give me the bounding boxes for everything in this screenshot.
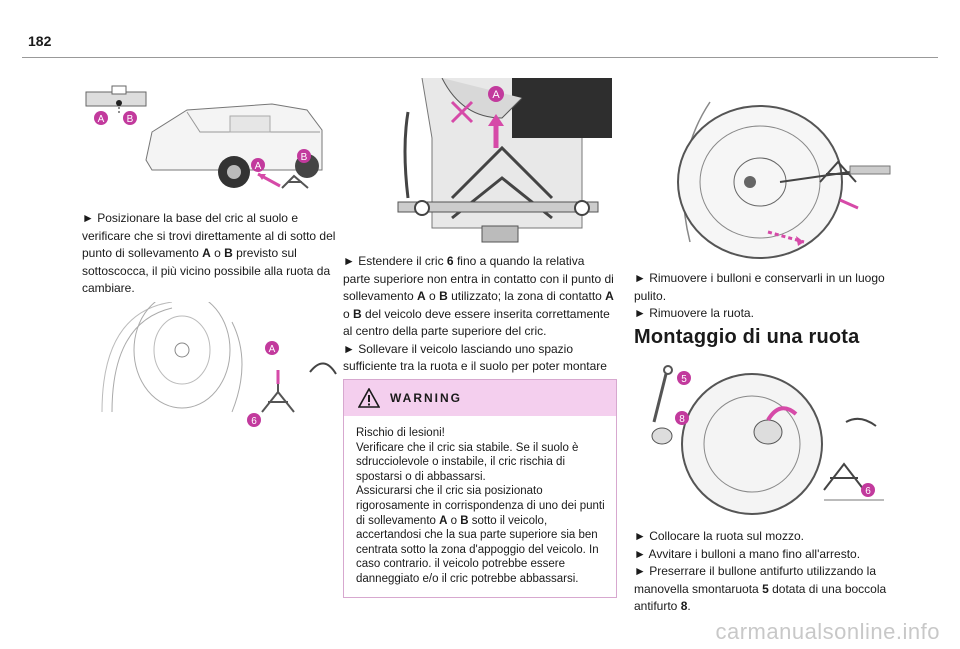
col1-bullet-position-jack: ► Posizionare la base del cric al suolo … [82,211,336,295]
figure-fit-wheel: 5 8 6 [651,365,884,515]
section-title: Montaggio di una ruota [634,326,860,348]
fig4-label-six: 6 [865,486,871,497]
fig2-label-a: A [269,344,276,355]
header-rule [22,57,938,58]
warning-box: WARNING Rischio di lesioni! Verificare c… [343,379,617,598]
figure-jack-extended: A [392,78,614,248]
warning-triangle-icon [358,388,380,408]
fig4-label-eight: 8 [679,414,685,425]
warning-header: WARNING [344,380,616,416]
fig4-label-five: 5 [681,374,687,385]
fig1-label-b-small: B [127,114,134,125]
fig1-label-b: B [301,152,308,163]
fig3-label-a: A [492,89,500,101]
col3-bullet-place-wheel: ► Collocare la ruota sul mozzo. [634,529,804,543]
figure-jack-under-wheel: A 6 [101,302,337,427]
figure-lifting-points: A B A B [85,85,323,189]
figure-remove-bolts [677,101,891,259]
warning-text: Verificare che il cric sia stabile. Se i… [356,441,605,585]
col3-bullet-tighten-antitheft: ► Preserrare il bullone antifurto utiliz… [634,564,887,613]
warning-line1: Rischio di lesioni! [356,427,445,439]
col2-bullet-extend-jack: ► Estendere il cric 6 fino a quando la r… [343,254,614,338]
warning-body: Rischio di lesioni! Verificare che il cr… [344,416,616,587]
fig1-label-a-small: A [98,114,105,125]
watermark: carmanualsonline.info [715,619,940,644]
warning-title: WARNING [390,391,462,405]
col3-bullet-remove-wheel: ► Rimuovere la ruota. [634,306,754,320]
page-number: 182 [28,33,52,49]
col3-bullet-screw-bolts: ► Avvitare i bulloni a mano fino all'arr… [634,546,861,561]
fig2-label-six: 6 [251,416,257,427]
fig1-label-a: A [255,161,262,172]
col3-bullet-remove-bolts: ► Rimuovere i bulloni e conservarli in u… [634,271,885,303]
